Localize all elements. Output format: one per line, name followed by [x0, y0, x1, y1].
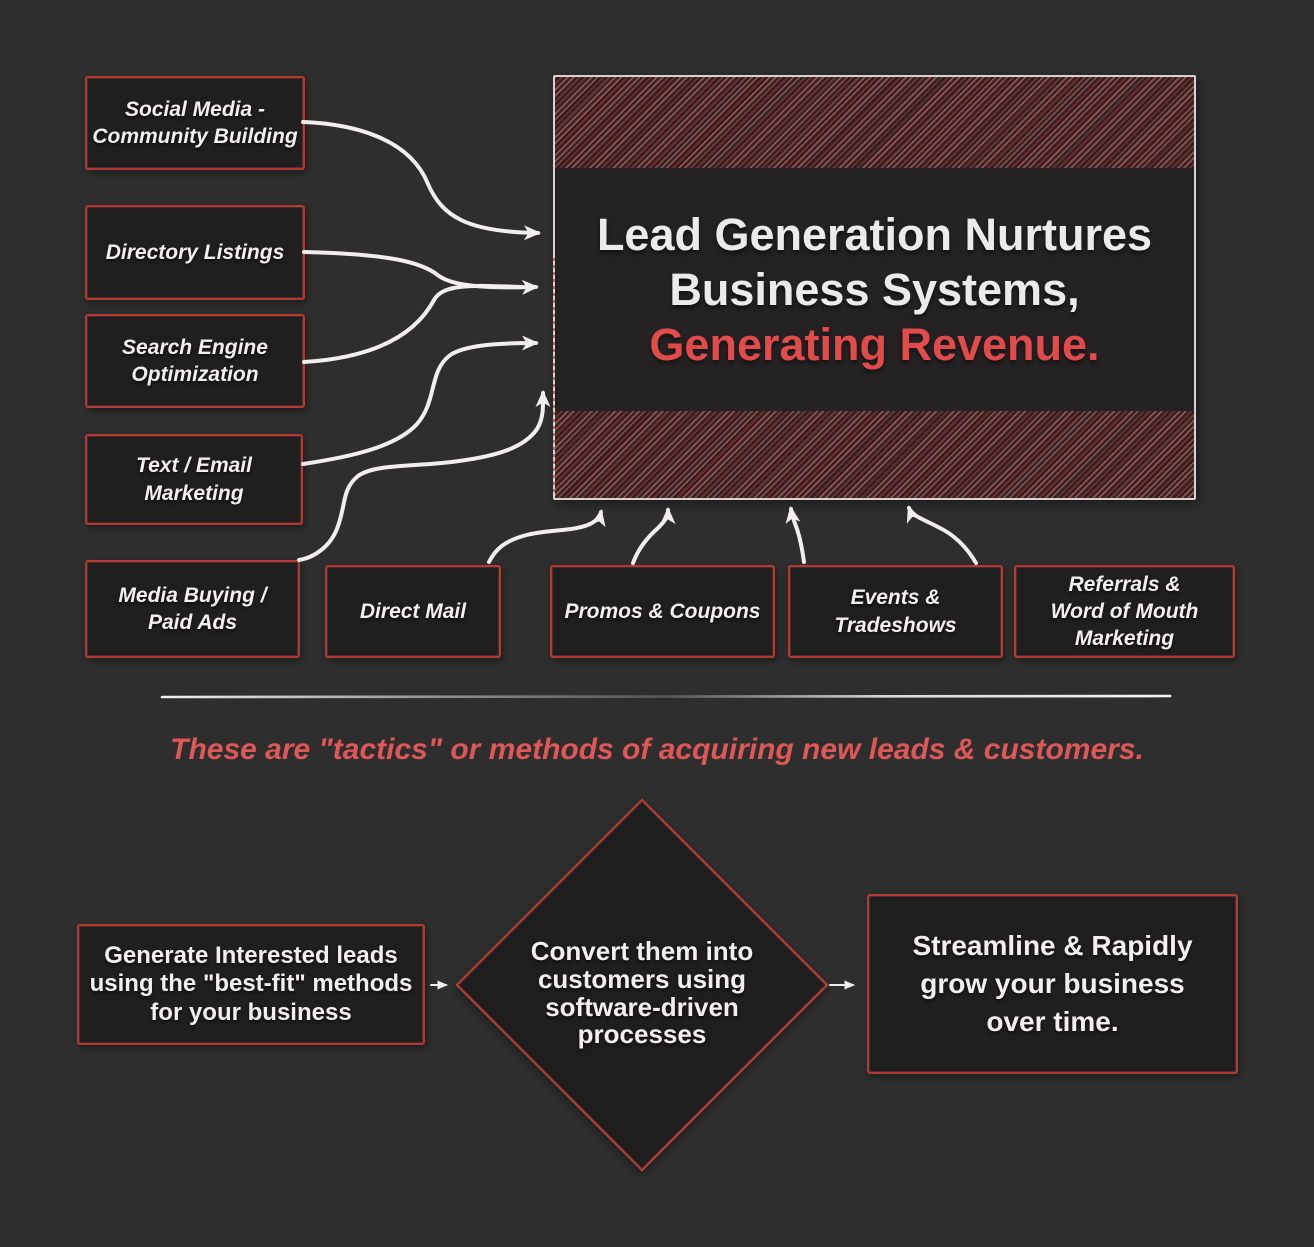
central-title-accent: Generating Revenue.: [649, 319, 1100, 370]
tactic-box-seo: Search Engine Optimization: [85, 314, 305, 408]
tactic-label-media-buying: Media Buying / Paid Ads: [118, 583, 267, 634]
tactic-label-text-email: Text / Email Marketing: [136, 454, 252, 505]
tactic-box-events-tradeshows: Events & Tradeshows: [788, 565, 1003, 658]
central-message-box: Lead Generation Nurtures Business System…: [553, 75, 1196, 500]
arrow-direct-mail: [487, 509, 606, 564]
tactic-box-text-email: Text / Email Marketing: [85, 434, 303, 525]
arrow-seo: [302, 283, 524, 364]
central-title-white: Lead Generation Nurtures Business System…: [596, 209, 1153, 315]
arrow-referrals: [906, 505, 978, 565]
tactic-box-directory-listings: Directory Listings: [85, 205, 305, 300]
arrow-text-email: [301, 335, 539, 466]
hatch-bottom-band: [555, 411, 1194, 498]
tactic-box-referrals: Referrals & Word of Mouth Marketing: [1014, 565, 1235, 658]
flow-step1-label: Generate Interested leads using the "bes…: [89, 942, 413, 1026]
arrow-media-buying: [297, 390, 551, 562]
central-title: Lead Generation Nurtures Business System…: [555, 168, 1194, 411]
tactics-caption: These are "tactics" or methods of acquir…: [170, 733, 1144, 766]
tactic-box-social-media: Social Media - Community Building: [85, 76, 305, 170]
tactic-box-direct-mail: Direct Mail: [325, 565, 501, 658]
tactic-box-media-buying: Media Buying / Paid Ads: [85, 560, 300, 658]
arrow-events-tradeshows: [785, 506, 806, 564]
tactic-label-promos-coupons: Promos & Coupons: [564, 599, 761, 623]
tactic-label-direct-mail: Direct Mail: [359, 599, 467, 623]
flow-step-generate-leads: Generate Interested leads using the "bes…: [77, 924, 425, 1045]
tactic-label-events-tradeshows: Events & Tradeshows: [834, 586, 957, 637]
hatch-top-band: [555, 77, 1194, 168]
flow-diamond-label: Convert them into customers using softwa…: [530, 936, 754, 1050]
arrow-social-media: [301, 120, 541, 241]
tactic-label-referrals: Referrals & Word of Mouth Marketing: [1050, 572, 1199, 651]
tactic-box-promos-coupons: Promos & Coupons: [550, 565, 775, 658]
divider-line: [160, 693, 1172, 699]
tactic-label-seo: Search Engine Optimization: [122, 335, 268, 386]
flow-step3-label: Streamline & Rapidly grow your business …: [912, 930, 1193, 1037]
tactic-label-social-media: Social Media - Community Building: [92, 97, 298, 148]
arrow-promos-coupons: [631, 507, 676, 565]
tactic-label-directory-listings: Directory Listings: [105, 240, 285, 264]
flow-step-streamline: Streamline & Rapidly grow your business …: [867, 894, 1238, 1074]
arrow-directory-listings: [302, 250, 539, 295]
